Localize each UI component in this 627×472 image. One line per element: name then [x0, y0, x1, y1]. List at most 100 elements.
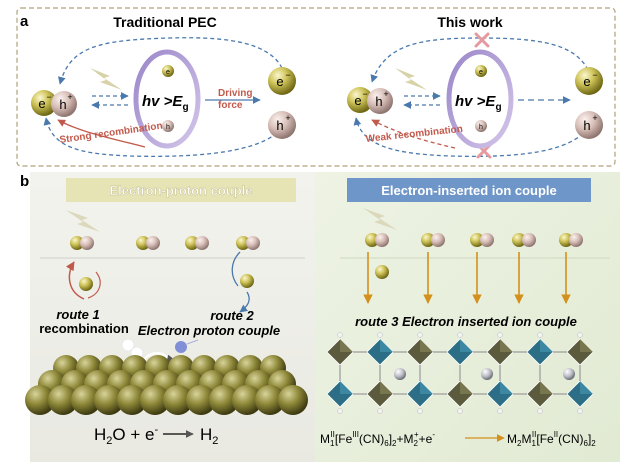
route1-label: route 1 [56, 307, 99, 322]
route3-free-electron [375, 265, 389, 279]
electron-symbol: e [38, 96, 45, 111]
inner-hole-label-right: h [479, 124, 483, 131]
octahedron-facet [460, 339, 473, 352]
route2-arrow [239, 291, 250, 313]
separated-electron-charge-right: − [592, 70, 597, 80]
separated-electron-right [575, 67, 603, 95]
lightning-icon [90, 68, 122, 90]
electrode-sphere [255, 385, 285, 415]
separated-electron [268, 67, 296, 95]
separated-hole-charge-right: + [592, 113, 597, 123]
strong-recombination-text: Strong recombination [59, 121, 163, 146]
n-atom [577, 332, 583, 338]
electrode-sphere [186, 385, 216, 415]
electrode-sphere [117, 385, 147, 415]
electrode-sphere [25, 385, 55, 415]
n-atom [497, 332, 503, 338]
route1-swirl [87, 271, 101, 299]
inserted-ion [394, 368, 406, 380]
separated-hole-charge: + [285, 113, 290, 123]
electrode-sphere [163, 385, 193, 415]
electron-sphere [31, 90, 57, 116]
octahedron-facet [420, 381, 433, 394]
electrode-sphere [209, 385, 239, 415]
insertion-equation-right: M2M1II[FeII(CN)6]2 [507, 430, 596, 448]
electron-charge-right: − [362, 89, 367, 99]
octahedron-facet [500, 339, 513, 352]
electrode-sphere [140, 385, 170, 415]
route2-electron [240, 274, 254, 288]
hole-symbol-right: h [375, 94, 382, 109]
electron-charge: − [46, 92, 51, 102]
octahedron-facet [380, 381, 393, 394]
pair-hole [569, 233, 583, 247]
hole-charge-right: + [383, 89, 388, 99]
electrode-sphere [48, 385, 78, 415]
pair-hole [480, 233, 494, 247]
electron-sphere-right [347, 87, 373, 113]
route1-desc: recombination [39, 321, 129, 336]
route2-desc: Electron proton couple [138, 323, 280, 338]
octahedron-facet [540, 339, 553, 352]
electrode-sphere [71, 385, 101, 415]
eh-pairs-right [363, 233, 583, 304]
bottom-transfer-arrow-right [353, 117, 589, 157]
driving-force-line2: force [218, 100, 243, 111]
inserted-ion [563, 368, 575, 380]
absorber-ring-right [446, 49, 514, 149]
inner-hole [162, 120, 174, 132]
inserted-ion [481, 368, 493, 380]
driving-force-line1: Driving [218, 88, 252, 99]
n-atom [377, 408, 383, 414]
pair-electron [559, 233, 573, 247]
bottom-transfer-arrow-left [43, 117, 283, 157]
route3-label: route 3 Electron inserted ion couple [355, 314, 577, 329]
hole-sphere [51, 91, 77, 117]
proton-sphere [175, 341, 187, 353]
insertion-equation-left: M1II[FeIII(CN)6]2+M2++e- [320, 430, 435, 448]
n-atom [377, 332, 383, 338]
pair-hole [431, 233, 445, 247]
electron-proton-banner [66, 178, 296, 202]
pair-hole [522, 233, 536, 247]
inner-electron-label-right: e [479, 69, 483, 76]
octahedron-facet [540, 381, 553, 394]
hole-sphere-right [367, 88, 393, 114]
proton-trail [186, 339, 199, 345]
absorber-ring [133, 49, 201, 149]
pair-electron [365, 233, 379, 247]
inner-electron [162, 65, 174, 77]
n-atom [417, 408, 423, 414]
separated-hole-symbol: h [276, 118, 283, 133]
octahedron-facet [340, 339, 353, 352]
hole-symbol: h [59, 97, 66, 112]
electrode-sphere [232, 385, 262, 415]
octahedron-facet [380, 339, 393, 352]
her-equation-left: H2O + e- [94, 424, 158, 447]
n-atom [537, 332, 543, 338]
route2-label: route 2 [210, 308, 254, 323]
electron-inserted-banner-text: Electron-inserted ion couple [381, 183, 557, 198]
prussian-blue-lattice [326, 332, 594, 414]
n-atom [497, 408, 503, 414]
pair-electron [512, 233, 526, 247]
electrode-sphere [94, 385, 124, 415]
hydrogen-atom-1 [121, 338, 135, 352]
inner-electron-right [475, 65, 487, 77]
weak-recombination-arrow [371, 119, 456, 149]
n-atom [337, 332, 343, 338]
this-work-title: This work [437, 14, 503, 30]
separated-hole-right [575, 111, 603, 139]
bandgap-text: hv >Eg [142, 93, 189, 113]
octahedron-facet [580, 339, 593, 352]
electron-inserted-banner [347, 178, 591, 202]
strong-recombination-arrow [57, 119, 146, 148]
route1-arrow [65, 261, 85, 300]
route2-curve-upper [231, 251, 241, 287]
octahedron-facet [460, 381, 473, 394]
weak-recombination-text: Weak recombination [365, 124, 463, 145]
separated-hole-symbol-right: h [583, 118, 590, 133]
lightning-icon-b-right [363, 208, 397, 230]
octahedron-facet [420, 339, 433, 352]
